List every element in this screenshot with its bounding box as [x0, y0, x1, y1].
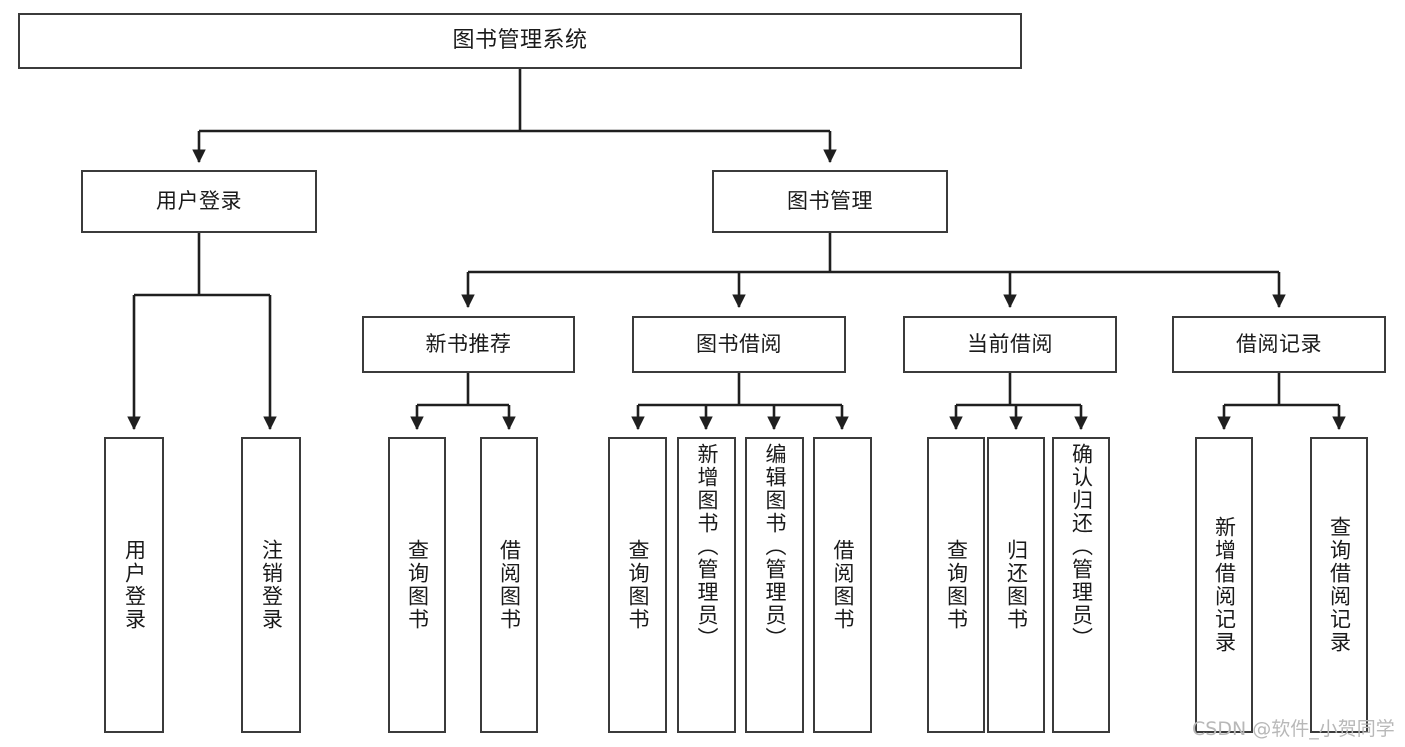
node-label: 查询图书 — [405, 539, 430, 631]
node-label: 编辑图书（管理员） — [763, 443, 787, 650]
leaf-logout[interactable]: 注销登录 — [241, 437, 301, 733]
node-label: 查询图书 — [944, 539, 969, 631]
node-label: 借阅图书 — [831, 539, 855, 631]
node-label: 图书借阅 — [696, 332, 782, 357]
node-label: 用户登录 — [156, 189, 242, 214]
leaf-query-book-recommend[interactable]: 查询图书 — [388, 437, 446, 733]
node-label: 新增图书（管理员） — [695, 443, 719, 650]
node-label: 查询图书 — [626, 539, 650, 631]
leaf-query-book-borrow[interactable]: 查询图书 — [608, 437, 667, 733]
node-label: 用户登录 — [122, 539, 147, 631]
node-label: 确认归还（管理员） — [1069, 443, 1094, 650]
leaf-edit-book-admin[interactable]: 编辑图书（管理员） — [745, 437, 804, 733]
node-label: 归还图书 — [1004, 539, 1029, 631]
leaf-add-borrow-record[interactable]: 新增借阅记录 — [1195, 437, 1253, 733]
watermark-text: CSDN @软件_小贺同学 — [1192, 718, 1395, 740]
node-label: 当前借阅 — [967, 332, 1053, 357]
node-current-borrow[interactable]: 当前借阅 — [903, 316, 1117, 373]
leaf-return-book[interactable]: 归还图书 — [987, 437, 1045, 733]
node-user-login[interactable]: 用户登录 — [81, 170, 317, 233]
leaf-borrow-book[interactable]: 借阅图书 — [813, 437, 872, 733]
leaf-add-book-admin[interactable]: 新增图书（管理员） — [677, 437, 736, 733]
leaf-query-book-current[interactable]: 查询图书 — [927, 437, 985, 733]
node-root-system[interactable]: 图书管理系统 — [18, 13, 1022, 69]
node-label: 图书管理系统 — [452, 28, 588, 54]
leaf-user-login[interactable]: 用户登录 — [104, 437, 164, 733]
node-label: 注销登录 — [259, 539, 284, 631]
node-label: 图书管理 — [787, 189, 873, 214]
node-book-borrow[interactable]: 图书借阅 — [632, 316, 846, 373]
node-book-management[interactable]: 图书管理 — [712, 170, 948, 233]
leaf-borrow-book-recommend[interactable]: 借阅图书 — [480, 437, 538, 733]
node-label: 借阅记录 — [1236, 332, 1322, 357]
node-label: 新书推荐 — [425, 332, 512, 357]
node-label: 查询借阅记录 — [1327, 516, 1352, 654]
leaf-query-borrow-record[interactable]: 查询借阅记录 — [1310, 437, 1368, 733]
node-new-book-recommend[interactable]: 新书推荐 — [362, 316, 575, 373]
leaf-confirm-return-admin[interactable]: 确认归还（管理员） — [1052, 437, 1110, 733]
node-label: 新增借阅记录 — [1212, 516, 1237, 654]
node-label: 借阅图书 — [497, 539, 522, 631]
node-borrow-records[interactable]: 借阅记录 — [1172, 316, 1386, 373]
